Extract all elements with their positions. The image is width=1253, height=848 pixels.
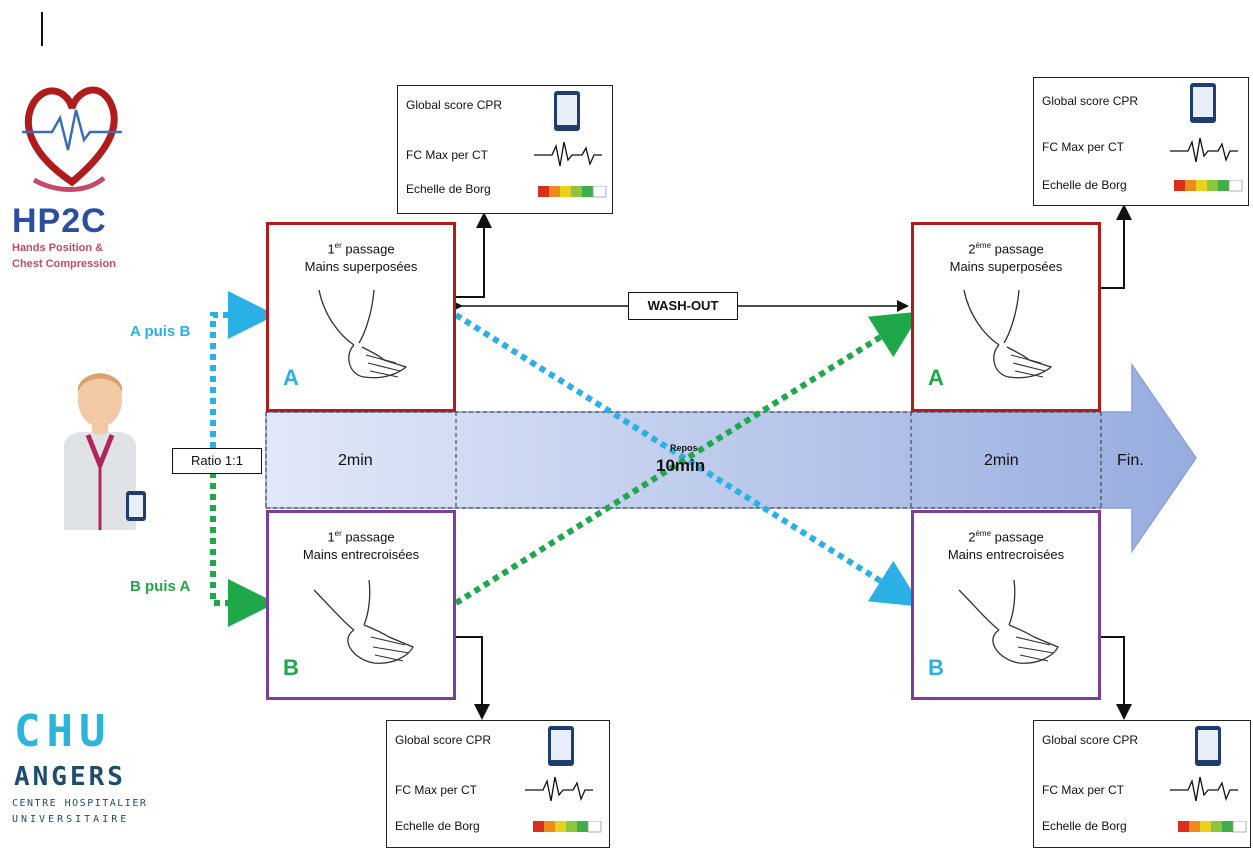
stage-b1-num: 1 <box>327 529 335 545</box>
heart-hands-icon <box>22 86 122 193</box>
stage-b2-suffix: passage <box>991 529 1044 545</box>
global-score-label: Global score CPR <box>395 733 492 747</box>
ratio-box: Ratio 1:1 <box>172 448 262 474</box>
infobox-a2: Global score CPR FC Max per CT Echelle d… <box>1033 77 1249 206</box>
tablet-icon <box>1195 726 1221 766</box>
ecg-icon <box>1170 137 1238 163</box>
ecg-icon <box>534 141 602 167</box>
blue-crossover-arrow <box>454 312 922 607</box>
hands-icon <box>963 289 1053 379</box>
fc-max-label: FC Max per CT <box>1042 783 1125 797</box>
chu-city: ANGERS <box>14 762 126 792</box>
borg-scale-icon <box>1178 821 1247 833</box>
stage-b1-sup: er <box>334 529 342 538</box>
stage-b2: 2ème passage Mains entrecroisées B <box>911 510 1101 700</box>
global-score-label: Global score CPR <box>1042 94 1139 108</box>
infobox-b1: Global score CPR FC Max per CT Echelle d… <box>386 720 610 848</box>
borg-scale-icon <box>1174 180 1243 192</box>
stage-b1-letter: B <box>283 655 299 680</box>
phase1-duration: 2min <box>338 452 373 469</box>
stage-a2: 2ème passage Mains superposées A <box>911 222 1101 412</box>
chu-line4: UNIVERSITAIRE <box>12 814 130 825</box>
tablet-icon <box>554 91 580 131</box>
fc-max-label: FC Max per CT <box>1042 140 1125 154</box>
stage-a2-name: Mains superposées <box>949 259 1063 274</box>
hands-icon <box>313 579 414 664</box>
hp2c-logo: HP2C Hands Position & Chest Compression <box>12 70 132 270</box>
timeline-arrow <box>265 362 1197 554</box>
washout-box: WASH-OUT <box>628 292 738 320</box>
rest-duration: 10min <box>656 456 706 475</box>
stage-a2-suffix: passage <box>991 241 1044 257</box>
borg-scale-icon <box>533 821 602 833</box>
chu-line3: CENTRE HOSPITALIER <box>12 798 148 809</box>
stage-b2-letter: B <box>928 655 944 680</box>
stage-a1: 1er passage Mains superposées A <box>266 222 456 412</box>
stage-a2-num: 2 <box>968 241 976 257</box>
chu-logo: CHU ANGERS CENTRE HOSPITALIER UNIVERSITA… <box>8 706 148 836</box>
end-label: Fin. <box>1117 452 1144 469</box>
ecg-icon <box>1170 776 1238 802</box>
global-score-label: Global score CPR <box>1042 733 1139 747</box>
stage-b1: 1er passage Mains entrecroisées B <box>266 510 456 700</box>
green-crossover-arrow <box>454 311 922 606</box>
stage-a1-num: 1 <box>327 241 335 257</box>
infobox-a1: Global score CPR FC Max per CT Echelle d… <box>397 85 613 214</box>
stage-a2-sup: ème <box>975 241 992 250</box>
hands-icon <box>958 579 1059 664</box>
branch-a-label: A puis B <box>130 323 191 340</box>
stage-a1-letter: A <box>283 365 299 390</box>
hp2c-line1: Hands Position & <box>12 242 104 254</box>
stage-a1-suffix: passage <box>341 241 395 257</box>
ecg-icon <box>525 776 593 802</box>
stage-a2-letter: A <box>928 365 944 390</box>
green-branch-arrow <box>210 472 276 627</box>
hands-icon <box>318 289 408 379</box>
stage-b2-sup: ème <box>975 529 992 538</box>
tablet-icon <box>1190 83 1216 123</box>
fc-max-label: FC Max per CT <box>406 148 489 162</box>
stage-b2-num: 2 <box>968 529 976 545</box>
borg-label: Echelle de Borg <box>395 819 480 833</box>
borg-label: Echelle de Borg <box>1042 819 1127 833</box>
phase2-duration: 2min <box>984 452 1019 469</box>
hp2c-line2: Chest Compression <box>12 258 116 270</box>
borg-label: Echelle de Borg <box>1042 178 1127 192</box>
global-score-label: Global score CPR <box>406 98 503 112</box>
hp2c-title: HP2C <box>12 202 107 240</box>
tablet-icon <box>548 726 574 766</box>
stage-a1-sup: er <box>334 241 342 250</box>
borg-label: Echelle de Borg <box>406 182 491 196</box>
borg-scale-icon <box>538 186 607 198</box>
stage-b1-suffix: passage <box>341 529 395 545</box>
infobox-b2: Global score CPR FC Max per CT Echelle d… <box>1033 720 1251 848</box>
stage-a1-name: Mains superposées <box>304 259 418 274</box>
chu-title: CHU <box>14 706 112 757</box>
manikin-icon <box>58 365 158 535</box>
rest-label: Repos <box>670 443 698 453</box>
branch-b-label: B puis A <box>130 578 191 595</box>
stage-b2-name: Mains entrecroisées <box>947 547 1065 562</box>
blue-branch-arrow <box>210 291 276 448</box>
fc-max-label: FC Max per CT <box>395 783 478 797</box>
stage-b1-name: Mains entrecroisées <box>302 547 420 562</box>
